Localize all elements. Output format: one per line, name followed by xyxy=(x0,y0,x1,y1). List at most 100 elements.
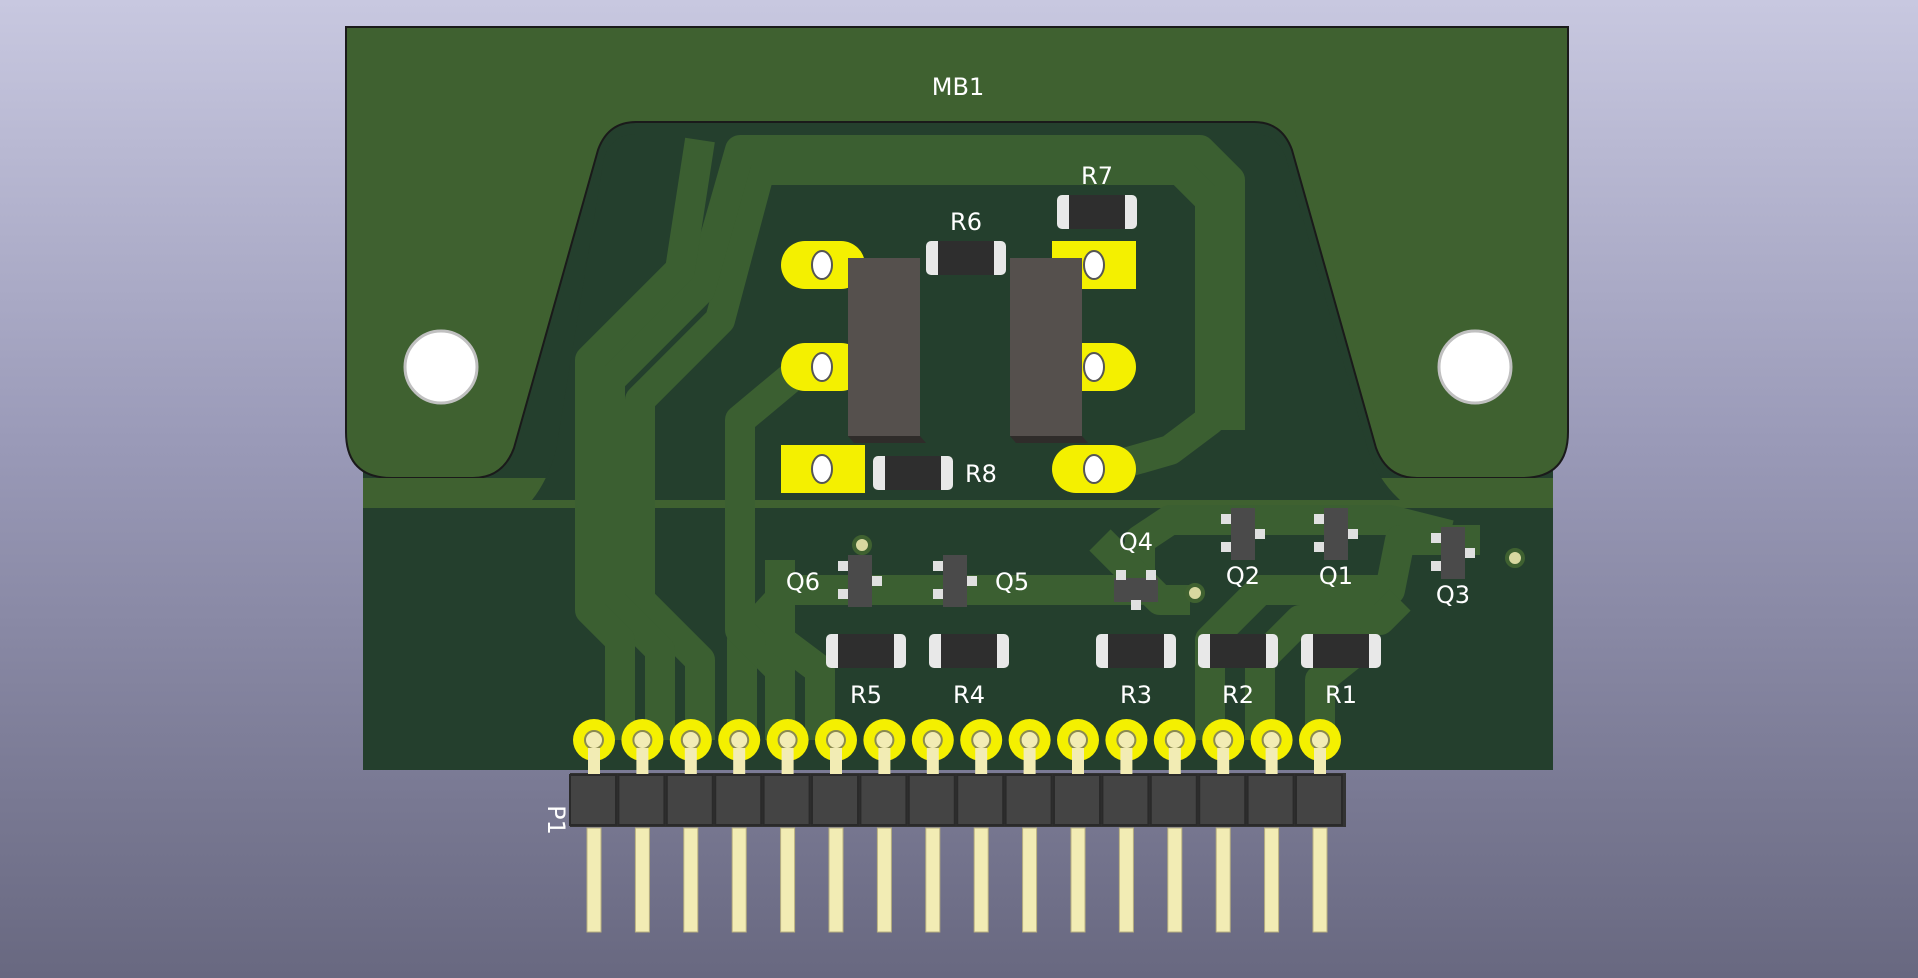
header-pad-hole xyxy=(584,730,604,750)
header-pad-hole xyxy=(777,730,798,750)
transistor-label: Q5 xyxy=(995,568,1029,596)
p1-label: P1 xyxy=(542,805,570,835)
header-pin xyxy=(876,827,892,933)
header-pin-top xyxy=(878,748,891,774)
header-pad-hole xyxy=(874,730,895,750)
header-pin-top xyxy=(830,748,842,774)
header-pin xyxy=(1167,827,1183,933)
ic-body-right xyxy=(1010,258,1082,436)
header-pin xyxy=(586,827,602,933)
header-pin xyxy=(731,827,747,933)
header-pin-top xyxy=(733,748,746,774)
resistor-r5[interactable]: R5 xyxy=(826,634,906,709)
resistor-r2[interactable]: R2 xyxy=(1198,634,1278,709)
header-pin-top xyxy=(1072,748,1084,774)
pin-header xyxy=(569,719,1346,933)
header-pin-top xyxy=(1023,748,1036,774)
header-pin xyxy=(1118,827,1134,933)
mounting-hole-left xyxy=(403,329,479,405)
header-pin xyxy=(1070,827,1086,933)
copper-tracks xyxy=(575,135,1480,740)
transistor-label: Q6 xyxy=(786,568,820,596)
header-pin-housing xyxy=(907,774,956,826)
transistor-q1[interactable]: Q1 xyxy=(1314,508,1358,590)
header-pin-top xyxy=(1265,748,1278,774)
header-pin-top xyxy=(975,748,988,774)
header-pin-top xyxy=(1217,748,1230,774)
resistor-r8[interactable]: R8 xyxy=(873,456,997,490)
header-pin xyxy=(973,827,989,933)
transistor-q5[interactable]: Q5 xyxy=(933,555,1029,607)
header-pin-housing xyxy=(1101,774,1150,826)
header-pin-housing xyxy=(714,774,763,826)
resistor-label: R5 xyxy=(850,681,882,709)
header-pin-top xyxy=(926,748,939,774)
resistor-r4[interactable]: R4 xyxy=(929,634,1009,709)
header-pad-hole xyxy=(1019,730,1040,750)
resistor-r6[interactable]: R6 xyxy=(926,208,1006,275)
header-pin-housing xyxy=(811,774,859,826)
header-pin-top xyxy=(781,748,794,774)
header-pin xyxy=(1312,827,1328,933)
db9-shell-outline xyxy=(345,26,1569,479)
mb1-label: MB1 xyxy=(932,73,984,101)
ic-bodies xyxy=(848,258,1088,443)
header-pin-housing xyxy=(956,774,1005,826)
resistor-label: R3 xyxy=(1120,681,1152,709)
header-pin-housing xyxy=(1198,774,1247,826)
header-pad-hole xyxy=(1310,730,1330,750)
header-pin-housing xyxy=(1246,774,1295,826)
resistor-r1[interactable]: R1 xyxy=(1301,634,1381,709)
header-pad-hole xyxy=(1164,730,1185,750)
header-pin-housing xyxy=(762,774,811,826)
resistor-r3[interactable]: R3 xyxy=(1096,634,1176,709)
header-pad-hole xyxy=(680,730,701,750)
header-pad-hole xyxy=(971,730,992,750)
transistor-q2[interactable]: Q2 xyxy=(1221,508,1265,590)
header-pin-housing xyxy=(859,774,908,826)
header-pin-top xyxy=(1168,748,1181,774)
resistor-label: R7 xyxy=(1081,162,1113,190)
transistor-q4[interactable]: Q4 xyxy=(1114,528,1158,610)
header-pad-hole xyxy=(922,730,943,750)
header-pad-hole xyxy=(826,730,846,750)
header-pin xyxy=(828,827,844,933)
header-pin xyxy=(1264,827,1280,933)
header-pin-housing xyxy=(569,774,617,826)
resistor-label: R4 xyxy=(953,681,985,709)
resistor-label: R8 xyxy=(965,460,997,488)
header-pin-housing xyxy=(1149,774,1198,826)
mounting-hole-right xyxy=(1437,329,1513,405)
header-pad-hole xyxy=(1213,730,1234,750)
header-pin xyxy=(1022,827,1038,933)
header-pin-housing xyxy=(1295,774,1343,826)
mounting-holes xyxy=(403,329,1513,405)
header-pad-hole xyxy=(632,730,653,750)
transistor-q6[interactable]: Q6 xyxy=(786,555,882,607)
vias xyxy=(852,535,1525,603)
transistor-label: Q2 xyxy=(1226,562,1260,590)
resistor-r7[interactable]: R7 xyxy=(1057,162,1137,229)
header-pin-housing xyxy=(1053,774,1101,826)
header-pin xyxy=(634,827,650,933)
header-pad-hole xyxy=(729,730,750,750)
header-pin xyxy=(683,827,699,933)
db9-pad-holes xyxy=(811,250,1105,484)
header-pin-housing xyxy=(1004,774,1053,826)
transistor-label: Q4 xyxy=(1119,528,1153,556)
header-pin-top xyxy=(588,748,600,774)
header-pin xyxy=(1215,827,1231,933)
header-pad-hole xyxy=(1261,730,1282,750)
header-pin xyxy=(780,827,796,933)
header-pin-top xyxy=(1120,748,1133,774)
ic-body-left xyxy=(848,258,920,436)
header-pad-hole xyxy=(1116,730,1137,750)
transistor-label: Q1 xyxy=(1319,562,1353,590)
header-pin-top xyxy=(636,748,649,774)
header-pad-hole xyxy=(1068,730,1088,750)
transistor-q3[interactable]: Q3 xyxy=(1431,527,1475,609)
header-pin xyxy=(925,827,941,933)
